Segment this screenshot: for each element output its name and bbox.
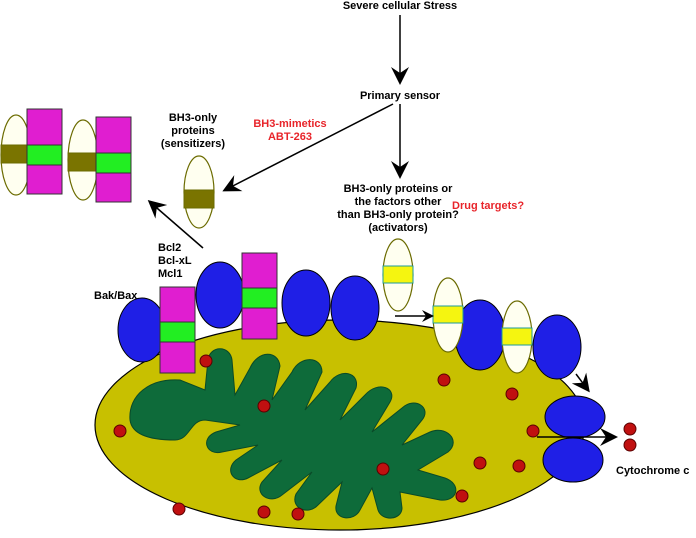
cytochrome-c-dot — [172, 502, 186, 516]
sensitizer-bcl2-complexes — [0, 108, 132, 203]
cytochrome-c-dot — [257, 505, 271, 519]
arrow-bcl2-to-complex — [147, 200, 204, 249]
bak-bax-oval — [542, 437, 604, 483]
arrow-bakbax-oligomer — [571, 372, 590, 393]
cytochrome-c-dots — [113, 354, 540, 521]
label-drug-targets: Drug targets? — [452, 200, 525, 212]
cytochrome-c-dot — [526, 424, 540, 438]
cytochrome-c-dot — [623, 438, 637, 452]
arrow-sensor-to-sensitizers — [222, 103, 394, 192]
label-bh3-activators: BH3-only proteins or the factors other t… — [337, 183, 459, 234]
cytochrome-c-dot — [199, 354, 213, 368]
label-bh3-sensitizers: BH3-only proteins (sensitizers) — [160, 112, 226, 150]
bak-bax-oval — [330, 275, 380, 341]
sensitizer-protein — [183, 155, 215, 229]
activator-protein — [382, 238, 414, 312]
bak-bax-oval — [532, 314, 582, 380]
activator-bh3-proteins — [382, 238, 533, 374]
cytochrome-c-dot — [257, 399, 271, 413]
cytochrome-c-dot — [455, 489, 469, 503]
activator-protein — [432, 277, 464, 353]
label-bak-bax: Bak/Bax — [94, 290, 138, 302]
released-cytochrome-c — [623, 422, 637, 452]
cytochrome-c-dot — [113, 424, 127, 438]
label-cytochrome-c: Cytochrome c — [616, 465, 690, 477]
cytochrome-c-dot — [505, 387, 519, 401]
cytochrome-c-dot — [623, 422, 637, 436]
pathway-arrows — [147, 15, 618, 446]
complex-1 — [0, 108, 63, 196]
mitochondrial-matrix-cristae — [129, 348, 457, 519]
cytochrome-c-dot — [473, 456, 487, 470]
bak-bax-oval — [195, 261, 245, 329]
bak-bax-oval — [281, 269, 331, 337]
cytochrome-c-dot — [291, 507, 305, 521]
cytochrome-c-dot — [437, 373, 451, 387]
bcl2-protein — [241, 252, 278, 340]
label-bh3-mimetics: BH3-mimetics ABT-263 — [253, 118, 327, 143]
cytochrome-c-dot — [512, 459, 526, 473]
bak-bax-oval — [117, 297, 167, 363]
activator-protein — [501, 300, 533, 374]
label-bcl-family: Bcl2 Bcl-xL Mcl1 — [158, 242, 192, 280]
mitochondrion — [94, 319, 586, 531]
label-severe-cellular-stress: Severe cellular Stress — [342, 0, 458, 12]
bak-bax-oval — [544, 395, 606, 439]
complex-2 — [67, 116, 132, 203]
bcl2-family-on-membrane — [159, 252, 278, 374]
bcl2-protein — [159, 286, 196, 374]
cytochrome-c-dot — [376, 462, 390, 476]
label-primary-sensor: Primary sensor — [359, 90, 441, 102]
bak-bax-proteins — [117, 261, 606, 483]
